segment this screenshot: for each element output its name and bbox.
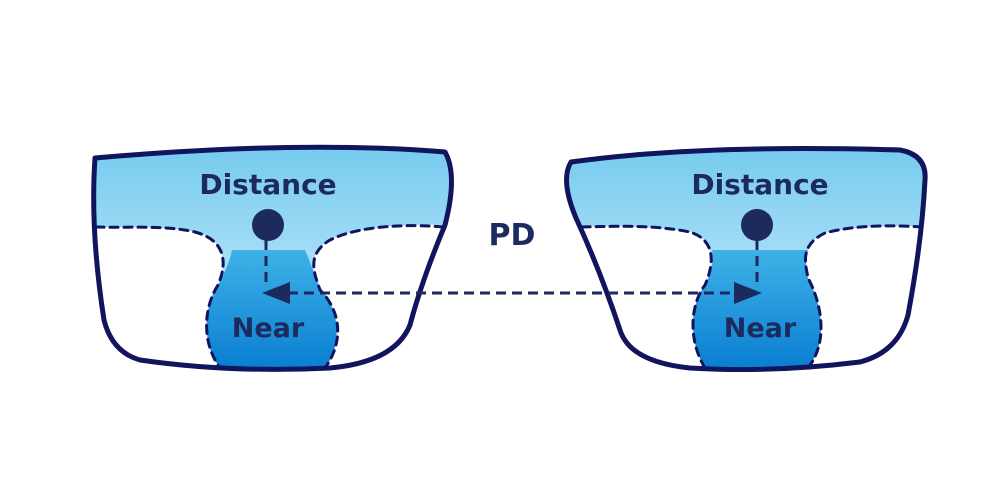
pd-measurement: PD: [262, 218, 762, 304]
left-pupil-marker: [252, 209, 284, 241]
right-zone-boundary-left: [580, 224, 713, 370]
right-zone-boundary-right: [803, 224, 924, 370]
right-near-zone: [692, 250, 822, 368]
right-pupil-marker: [741, 209, 773, 241]
right-lens: Distance Near: [564, 146, 928, 373]
left-distance-zone: [93, 147, 452, 368]
pd-left-arrowhead: [262, 282, 290, 304]
left-near-zone: [206, 250, 337, 368]
left-lens: Distance Near: [91, 144, 454, 372]
left-near-label: Near: [232, 313, 305, 344]
left-lens-frame: [91, 144, 454, 372]
right-near-label: Near: [724, 313, 797, 344]
left-zone-boundary-right: [312, 224, 445, 370]
left-zone-boundary-left: [94, 225, 225, 370]
pd-label: PD: [489, 218, 536, 253]
right-distance-label: Distance: [691, 168, 828, 201]
right-lens-frame: [564, 146, 928, 373]
pd-right-arrowhead: [734, 282, 762, 304]
right-distance-zone: [566, 148, 926, 368]
left-distance-label: Distance: [199, 168, 336, 201]
